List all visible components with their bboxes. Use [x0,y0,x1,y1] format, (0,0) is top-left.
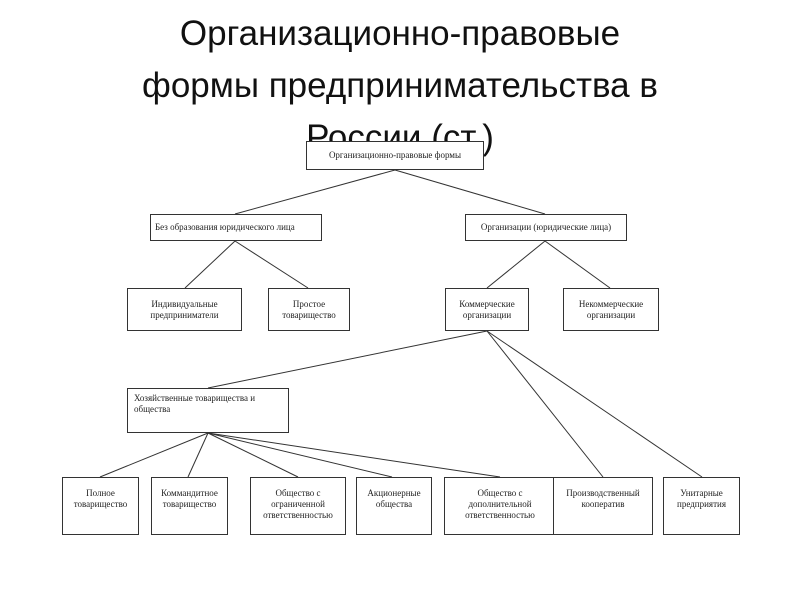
line-root-to-no-legal-entity [234,169,396,215]
node-business-partnerships: Хозяйственные товарищества и общества [127,388,289,433]
line-to-jsc [207,432,393,478]
line-to-business-partnerships [207,330,488,389]
line-to-commercial-orgs [486,240,546,289]
node-no-legal-entity: Без образования юридического лица [150,214,322,241]
line-to-limited-partnership [187,432,209,478]
root-node: Организационно-правовые формы [306,141,484,170]
node-commercial-orgs: Коммерческие организации [445,288,529,331]
node-unitary-enterprises: Унитарные предприятия [663,477,740,535]
node-jsc: Акционерные общества [356,477,432,535]
line-to-full-partnership [99,432,209,478]
line-to-llc [207,432,299,478]
line-to-individual-entrepreneurs [184,240,236,289]
node-llc: Общество с ограниченной ответственностью [250,477,346,535]
node-alc: Общество с дополнительной ответственност… [444,477,556,535]
title-line-1: Организационно-правовые [179,14,621,53]
slide-title: Организационно-правовые формы предприним… [60,8,740,164]
line-to-noncommercial-orgs [544,240,611,289]
line-to-alc [207,432,501,478]
node-limited-partnership: Коммандитное товарищество [151,477,228,535]
title-line-2: формы предпринимательства в [142,66,658,105]
node-noncommercial-orgs: Некоммерческие организации [563,288,659,331]
line-to-production-coop [486,330,604,478]
node-production-coop: Производственный кооператив [553,477,653,535]
line-root-to-legal-entities [394,169,546,215]
line-to-simple-partnership [234,240,309,289]
node-legal-entities: Организации (юридические лица) [465,214,627,241]
node-individual-entrepreneurs: Индивидуальные предприниматели [127,288,242,331]
node-full-partnership: Полное товарищество [62,477,139,535]
line-to-unitary-enterprises [486,330,703,478]
node-simple-partnership: Простое товарищество [268,288,350,331]
